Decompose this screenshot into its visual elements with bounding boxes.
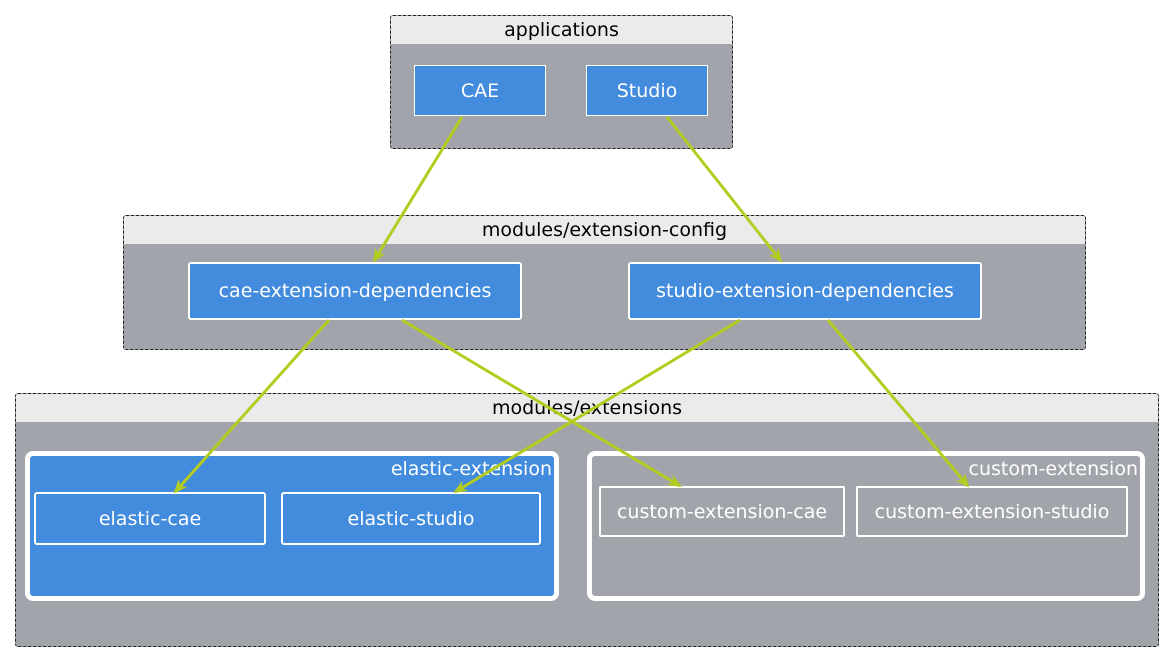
studio-extension-dependencies-node[interactable]: studio-extension-dependencies bbox=[628, 262, 982, 320]
elastic-cae-node[interactable]: elastic-cae bbox=[34, 492, 266, 545]
custom-extension-studio-node[interactable]: custom-extension-studio bbox=[856, 486, 1128, 537]
elastic-studio-node[interactable]: elastic-studio bbox=[281, 492, 541, 545]
custom-extension-label: custom-extension bbox=[968, 458, 1138, 480]
extension-config-group-title: modules/extension-config bbox=[124, 216, 1085, 244]
extensions-group-title: modules/extensions bbox=[16, 394, 1158, 422]
studio-node[interactable]: Studio bbox=[586, 65, 708, 116]
elastic-extension-label: elastic-extension bbox=[390, 458, 552, 480]
cae-node[interactable]: CAE bbox=[414, 65, 546, 116]
cae-extension-dependencies-node[interactable]: cae-extension-dependencies bbox=[188, 262, 522, 320]
applications-group-title: applications bbox=[391, 16, 732, 44]
custom-extension-cae-node[interactable]: custom-extension-cae bbox=[599, 486, 845, 537]
